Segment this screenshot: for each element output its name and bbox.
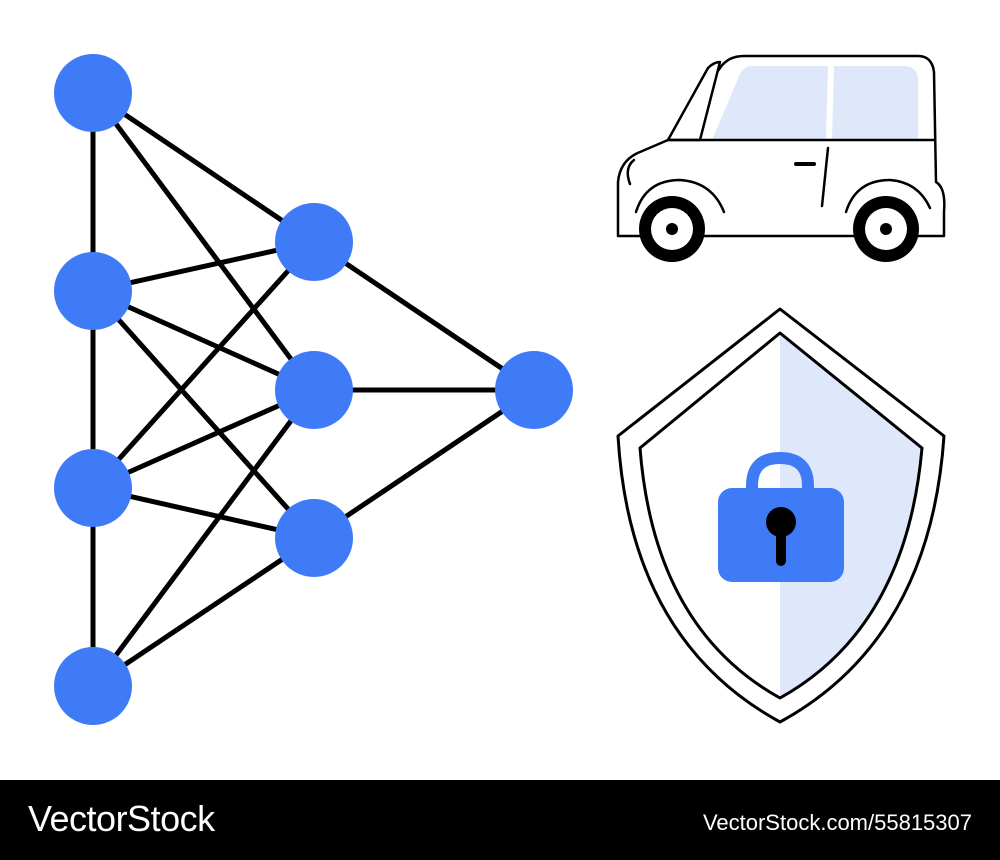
keyhole bbox=[766, 507, 796, 537]
network-nodes bbox=[54, 54, 573, 725]
network-node-hidden bbox=[275, 351, 353, 429]
car-icon bbox=[616, 54, 946, 262]
network-edge bbox=[90, 535, 317, 689]
network-edge bbox=[90, 90, 317, 245]
network-edge bbox=[90, 387, 317, 491]
car-wheel-rear bbox=[853, 196, 919, 262]
network-node-input bbox=[54, 252, 132, 330]
network-edge bbox=[90, 90, 317, 393]
keyhole-slot bbox=[776, 528, 786, 566]
padlock-icon bbox=[718, 451, 844, 582]
car-front-curve bbox=[626, 158, 636, 186]
network-node-input bbox=[54, 54, 132, 132]
car-wheel-arch-rear bbox=[844, 178, 932, 214]
car-window-front bbox=[712, 66, 828, 140]
network-edge bbox=[311, 239, 537, 393]
image-id: VectorStock.com/55815307 bbox=[702, 810, 972, 835]
network-node-hidden bbox=[275, 203, 353, 281]
network-edge bbox=[90, 387, 317, 689]
watermark-bar: VectorStock VectorStock.com/55815307 bbox=[0, 780, 1000, 860]
network-edge bbox=[90, 288, 317, 393]
network-edge bbox=[311, 387, 537, 541]
network-node-input bbox=[54, 449, 132, 527]
network-edge bbox=[90, 239, 317, 491]
car-wheel-arch-front bbox=[634, 178, 726, 214]
network-node-output bbox=[495, 351, 573, 429]
car-window-rear bbox=[666, 60, 722, 142]
shield-inner-right bbox=[780, 333, 922, 698]
brand-logo: VectorStock bbox=[28, 798, 215, 839]
network-edge bbox=[90, 288, 317, 541]
network-node-hidden bbox=[275, 499, 353, 577]
padlock-shackle bbox=[746, 451, 814, 500]
network-node-input bbox=[54, 647, 132, 725]
car-door-line bbox=[820, 146, 830, 208]
neural-network-icon bbox=[54, 54, 573, 725]
car-wheel-front bbox=[639, 196, 705, 262]
car-window-back bbox=[832, 66, 918, 140]
illustration bbox=[54, 54, 946, 725]
shield-inner bbox=[638, 331, 924, 700]
